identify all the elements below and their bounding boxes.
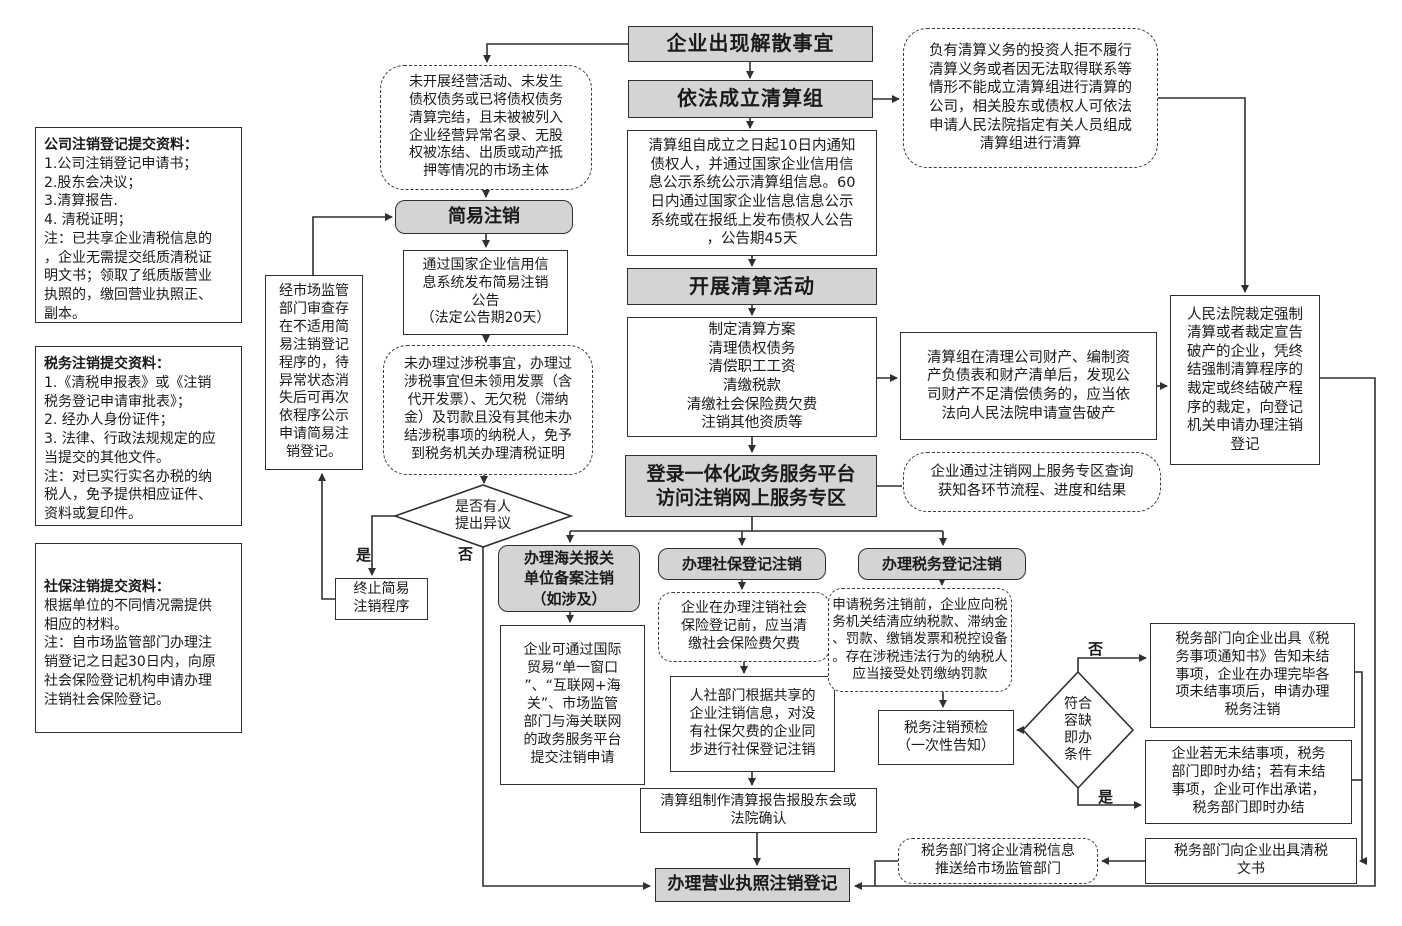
panel-company-materials: 公司注销登记提交资料： 1.公司注销登记申请书； 2.股东会决议； 3.清算报告… [35,127,242,323]
label-no-tolerance: 否 [1088,640,1104,658]
panel-tax-materials: 税务注销提交资料： 1.《清税申报表》或《注销 税务登记申请审批表》； 2. 经… [35,346,242,526]
label-yes-simple: 是 [356,546,372,564]
node-notify-creditors: 清算组自成立之日起10日内通知 债权人，并通过国家企业信用信 息公示系统公示清算… [627,130,877,256]
note-tax-clear-obligations: 申请税务注销前，企业应向税 务机关结清应纳税款、滞纳金 、罚款、缴销发票和税控设… [828,588,1012,692]
note-court-ruling-deregistration: 人民法院裁定强制 清算或者裁定宣告 破产的企业，凭终 结强制清算程序的 裁定或终… [1170,295,1320,465]
diamond-objection-label: 是否有人 提出异议 [455,499,511,532]
node-tax-precheck: 税务注销预检 （一次性告知） [878,710,1014,765]
node-tax-notice-unfinished: 税务部门向企业出具《税 务事项通知书》告知未结 事项，企业在办理完毕各 项未结事… [1150,623,1355,728]
note-apply-bankruptcy: 清算组在清理公司财产、编制资 产负债表和财产清单后，发现公 司财产不足清偿债务的… [900,332,1157,440]
panel-company-title: 公司注销登记提交资料： [44,137,198,153]
node-social-sync-cancellation: 人社部门根据共享的 企业注销信息，对没 有社保欠费的企业同 步进行社保登记注销 [670,676,835,772]
node-business-license-cancellation: 办理营业执照注销登记 [655,868,850,902]
note-social-clear-arrears: 企业在办理注销社会 保险登记前，应当清 缴社会保险费欠费 [658,592,830,662]
node-tax-clearance-document: 税务部门向企业出具清税 文书 [1145,838,1357,884]
note-court-appointed-group: 负有清算义务的投资人拒不履行 清算义务或者因无法取得联系等 情形不能成立清算组进… [903,28,1158,168]
node-login-platform: 登录一体化政务服务平台 访问注销网上服务专区 [625,455,877,517]
note-simple-eligibility: 未开展经营活动、未发生 债权债务或已将债权债务 清算完结，且未被被列入 企业经营… [380,65,592,190]
node-form-liquidation-group: 依法成立清算组 [628,80,873,118]
node-tax-cancellation: 办理税务登记注销 [858,548,1026,580]
label-yes-tolerance: 是 [1098,788,1114,806]
node-simple-announcement: 通过国家企业信用信 息系统发布简易注销 公告 （法定公告期20天） [403,250,568,335]
label-no-simple: 否 [458,545,474,563]
node-social-cancellation: 办理社保登记注销 [658,548,826,580]
note-not-applicable-simple: 经市场监管 部门审查存 在不适用简 易注销登记 程序的，待 异常状态消 失后可再… [265,275,363,470]
node-simple-cancellation: 简易注销 [395,200,573,234]
node-customs-channels: 企业可通过国际 贸易“单一窗口 ”、“互联网+海 关”、市场监管 部门与海关联网… [500,625,645,785]
node-liquidation-tasks: 制定清算方案 清理债权债务 清偿职工工资 清缴税款 清缴社会保险费欠费 注销其他… [627,317,877,437]
panel-company-body: 1.公司注销登记申请书； 2.股东会决议； 3.清算报告. 4. 清税证明； 注… [44,155,212,322]
note-tax-clearance-exempt: 未办理过涉税事宜，办理过 涉税事宜但未领用发票（含 代开发票）、无欠税（滞纳 金… [383,345,593,475]
panel-tax-body: 1.《清税申报表》或《注销 税务登记申请审批表》； 2. 经办人身份证件； 3.… [44,374,216,522]
node-dissolution: 企业出现解散事宜 [628,26,873,62]
panel-social-body: 根据单位的不同情况需提供 相应的材料。 注：自市场监管部门办理注 销登记之日起3… [44,597,216,708]
panel-tax-title: 税务注销提交资料： [44,356,170,372]
note-progress-query: 企业通过注销网上服务专区查询 获知各环节流程、进度和结果 [903,452,1161,512]
node-terminate-simple: 终止简易 注销程序 [335,578,428,620]
node-carry-out-liquidation: 开展清算活动 [627,268,877,305]
diamond-tolerance-label: 符合 容缺 即办 条件 [1064,696,1092,763]
node-liquidation-report: 清算组制作清算报告报股东会或 法院确认 [640,788,877,833]
node-tax-instant-completion: 企业若无未结事项，税务 部门即时办结；若有未结 事项，企业可作出承诺， 税务部门… [1145,740,1352,824]
note-tax-info-push: 税务部门将企业清税信息 推送给市场监管部门 [898,838,1098,884]
node-customs-cancellation: 办理海关报关 单位备案注销 （如涉及） [498,545,640,612]
panel-social-materials: 社保注销提交资料： 根据单位的不同情况需提供 相应的材料。 注：自市场监管部门办… [35,543,242,733]
panel-social-title: 社保注销提交资料： [44,579,170,595]
